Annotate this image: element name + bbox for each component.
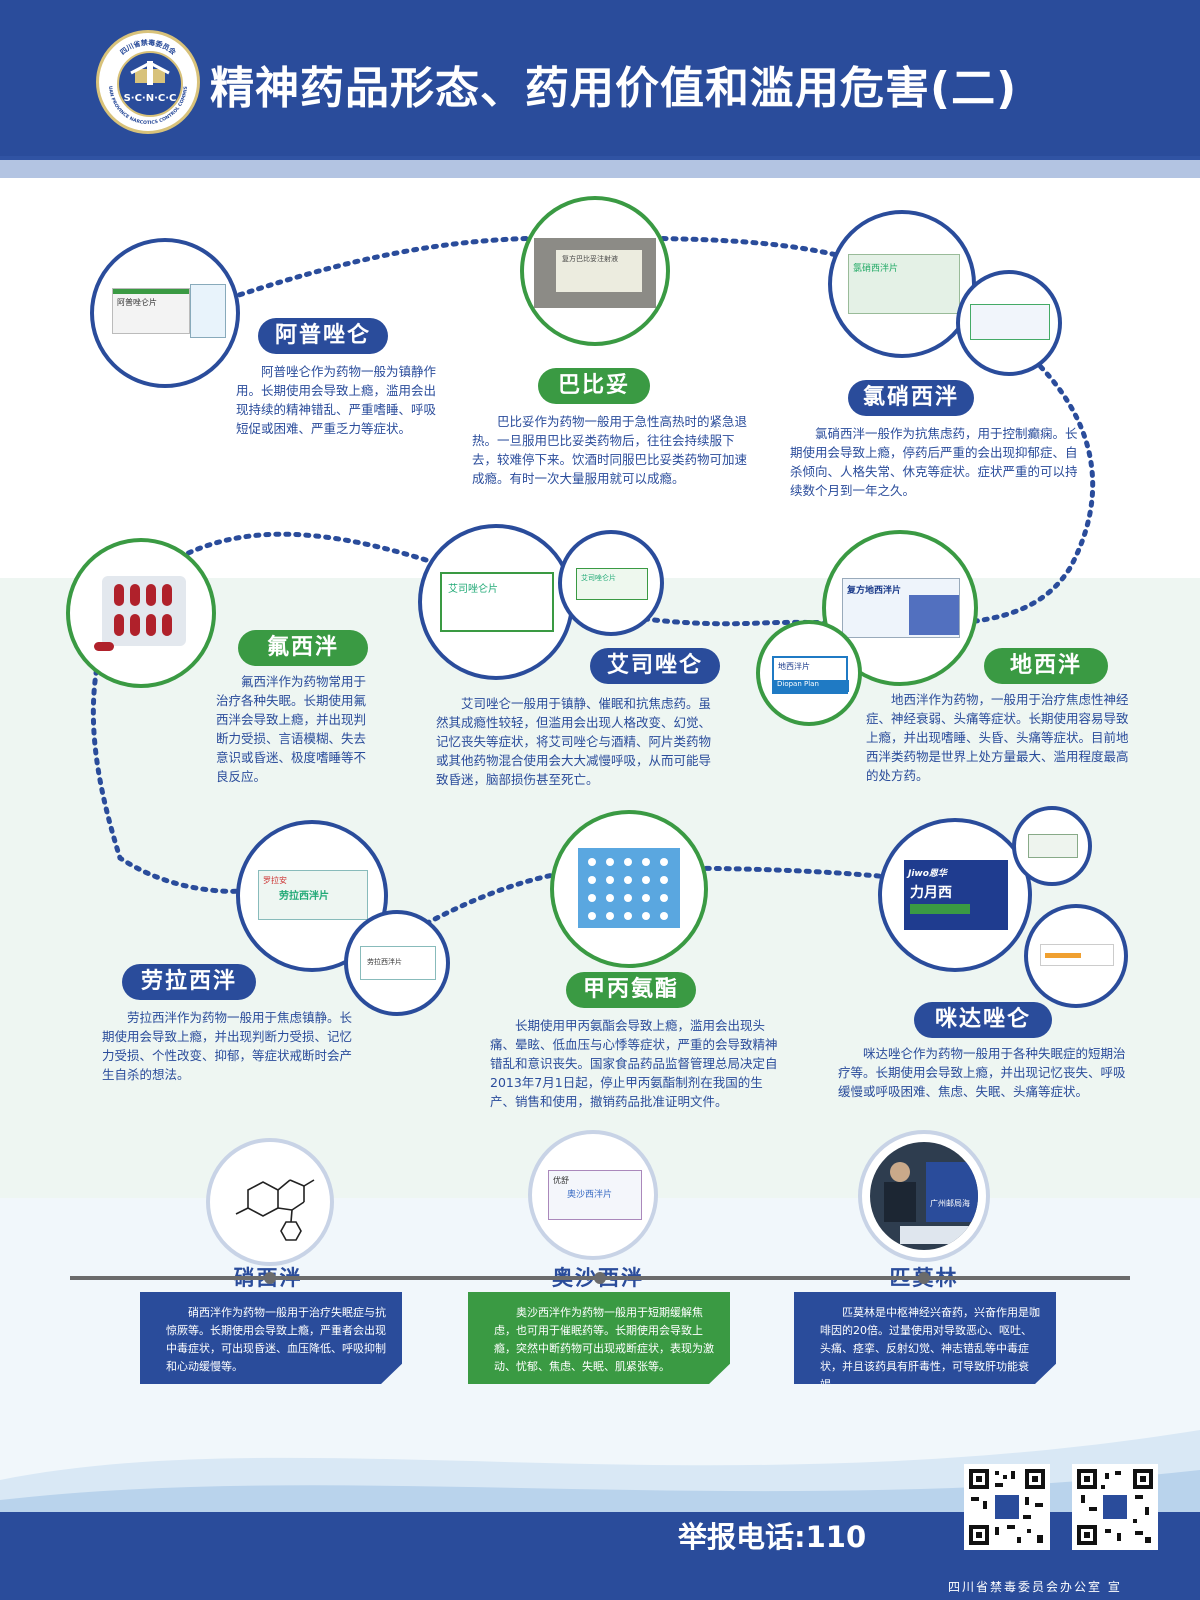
oxazepam-desc: 奥沙西泮作为药物一般用于短期缓解焦虑，也可用于催眠药等。长期使用会导致上瘾，突然… [494, 1306, 714, 1373]
clonazepam-circle-small [956, 270, 1062, 376]
barbital-box-image: 复方巴比妥注射液 [534, 238, 656, 308]
flurazepam-circle [66, 538, 216, 688]
nitrazepam-structure-image [235, 1179, 315, 1241]
diazepam-box2-image: 地西泮片 Diopan Plan [772, 656, 849, 694]
diazepam-desc: 地西泮作为药物，一般用于治疗焦虑性神经症、神经衰弱、头痛等症状。长期使用容易导致… [866, 692, 1129, 783]
lorazepam-box-image: 罗拉安 劳拉西泮片 [258, 870, 368, 920]
timeline-dot-3 [918, 1272, 930, 1284]
qr-code-2[interactable] [1072, 1464, 1158, 1550]
oxazepam-desc-box: 奥沙西泮作为药物一般用于短期缓解焦虑，也可用于催眠药等。长期使用会导致上瘾，突然… [468, 1292, 730, 1384]
lorazepam-name: 劳拉西泮 [122, 964, 256, 1000]
lorazepam-desc: 劳拉西泮作为药物一般用于焦虑镇静。长期使用会导致上瘾，并出现判断力受损、记忆力受… [102, 1010, 353, 1082]
clonazepam-box2-image [970, 304, 1050, 340]
nitrazepam-desc-box: 硝西泮作为药物一般用于治疗失眠症与抗惊厥等。长期使用会导致上瘾，严重者会出现中毒… [140, 1292, 402, 1384]
barbital-circle: 复方巴比妥注射液 [520, 196, 670, 346]
clonazepam-desc: 氯硝西泮一般作为抗焦虑药，用于控制癫痫。长期使用会导致上瘾，停药后严重的会出现抑… [790, 426, 1078, 498]
pemoline-police-photo: 广州邮局海 [870, 1142, 978, 1250]
barbital-name: 巴比妥 [538, 368, 650, 404]
midazolam-circle-small-1 [1012, 806, 1092, 886]
midazolam-circle-small-2 [1024, 904, 1128, 1008]
flurazepam-name: 氟西泮 [238, 630, 368, 666]
diazepam-circle-small: 地西泮片 Diopan Plan [756, 620, 862, 726]
oxazepam-circle: 优舒 奥沙西泮片 [528, 1130, 658, 1260]
flurazepam-capsules-image [94, 576, 186, 651]
lorazepam-box2-image: 劳拉西泮片 [360, 946, 436, 980]
nitrazepam-circle [206, 1138, 334, 1266]
flurazepam-desc: 氟西泮作为药物常用于治疗各种失眠。长期使用氟西泮会导致上瘾，并出现判断力受损、言… [216, 674, 367, 784]
commission-logo: 四川省禁毒委员会 SICHUAN PROVINCE NARCOTICS CONT… [96, 30, 200, 134]
alprazolam-circle: 阿普唑仑片 [90, 238, 240, 388]
diazepam-name: 地西泮 [984, 648, 1108, 684]
alprazolam-box2-image [190, 284, 226, 338]
estazolam-desc: 艾司唑仑一般用于镇静、催眠和抗焦虑药。虽然其成瘾性较轻，但滥用会出现人格改变、幻… [436, 696, 712, 787]
barbital-desc: 巴比妥作为药物一般用于急性高热时的紧急退热。一旦服用巴比妥类药物后，往往会持续服… [472, 414, 748, 486]
nitrazepam-desc: 硝西泮作为药物一般用于治疗失眠症与抗惊厥等。长期使用会导致上瘾，严重者会出现中毒… [166, 1306, 386, 1373]
logo-abbrev: S·C·N·C·C [123, 93, 177, 104]
clonazepam-box-image: 氯硝西泮片 [848, 254, 960, 314]
estazolam-box2-image: 艾司唑仑片 [576, 568, 648, 600]
clonazepam-name: 氯硝西泮 [848, 380, 974, 416]
meprobamate-tablets-image [578, 848, 680, 928]
pemoline-desc: 匹莫林是中枢神经兴奋药，兴奋作用是咖啡因的20倍。过量使用对导致恶心、呕吐、头痛… [820, 1306, 1040, 1384]
midazolam-desc: 咪达唑仑作为药物一般用于各种失眠症的短期治疗等。长期使用会导致上瘾，并出现记忆丧… [838, 1046, 1126, 1099]
logo-emblem: S·C·N·C·C [117, 51, 183, 117]
header-stripe [0, 156, 1200, 178]
midazolam-name: 咪达唑仑 [914, 1002, 1052, 1038]
estazolam-box-image: 艾司唑仑片 [440, 572, 554, 632]
header-banner [0, 0, 1200, 160]
lorazepam-circle: 罗拉安 劳拉西泮片 [236, 820, 388, 972]
timeline-dot-1 [264, 1272, 276, 1284]
alprazolam-box-image: 阿普唑仑片 [112, 288, 190, 334]
estazolam-name: 艾司唑仑 [590, 648, 720, 684]
midazolam-box2-image [1028, 834, 1078, 858]
page-title: 精神药品形态、药用价值和滥用危害(二) [210, 63, 1018, 114]
alprazolam-name: 阿普唑仑 [258, 318, 388, 354]
diazepam-box-image: 复方地西泮片 [842, 578, 960, 638]
midazolam-box3-image [1040, 944, 1114, 966]
meprobamate-name: 甲丙氨酯 [566, 972, 696, 1008]
alprazolam-desc: 阿普唑仑作为药物一般为镇静作用。长期使用会导致上瘾，滥用会出现持续的精神错乱、严… [236, 364, 437, 436]
timeline-dot-2 [594, 1272, 606, 1284]
midazolam-circle: Jiwo恩华 力月西 [878, 818, 1032, 972]
estazolam-circle-small: 艾司唑仑片 [558, 530, 664, 636]
pemoline-desc-box: 匹莫林是中枢神经兴奋药，兴奋作用是咖啡因的20倍。过量使用对导致恶心、呕吐、头痛… [794, 1292, 1056, 1384]
oxazepam-box-image: 优舒 奥沙西泮片 [548, 1170, 642, 1220]
midazolam-box-image: Jiwo恩华 力月西 [904, 860, 1008, 930]
meprobamate-desc: 长期使用甲丙氨酯会导致上瘾，滥用会出现头痛、晕眩、低血压与心悸等症状，严重的会导… [490, 1018, 778, 1109]
clonazepam-circle: 氯硝西泮片 [828, 210, 976, 358]
estazolam-circle: 艾司唑仑片 [418, 524, 574, 680]
issuer-note: 四川省禁毒委员会办公室 宣 [948, 1580, 1122, 1594]
meprobamate-circle [550, 810, 708, 968]
lorazepam-circle-small: 劳拉西泮片 [344, 910, 450, 1016]
qr-code-1[interactable] [964, 1464, 1050, 1550]
pemoline-circle: 广州邮局海 [858, 1130, 990, 1262]
report-hotline: 举报电话:110 [678, 1520, 867, 1554]
footer-wave [0, 1430, 1200, 1520]
